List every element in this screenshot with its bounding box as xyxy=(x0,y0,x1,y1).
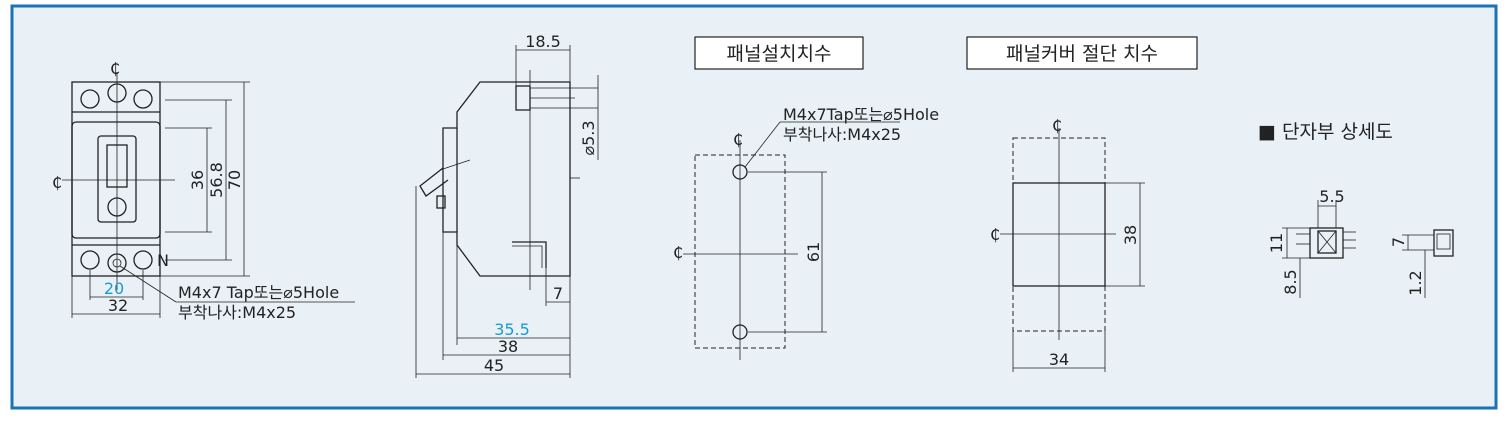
side-view: 18.5 ⌀5.3 7 35.5 38 45 xyxy=(415,32,599,378)
centerline-mark-pm-left: ₵ xyxy=(673,243,683,262)
sheet-border xyxy=(10,4,1498,410)
front-note-line1: M4x7 Tap또는⌀5Hole xyxy=(178,283,339,302)
dim-61: 61 xyxy=(804,242,823,262)
dim-38-cover: 38 xyxy=(1121,225,1140,245)
terminal-mark-n: N xyxy=(157,251,169,270)
pm-note-line1: M4x7Tap또는⌀5Hole xyxy=(783,105,939,124)
terminal-detail-title: ■ 단자부 상세도 xyxy=(1258,121,1393,143)
centerline-mark-pc-left: ₵ xyxy=(990,225,1000,244)
front-note-line2: 부착나사:M4x25 xyxy=(178,303,296,322)
panel-cover-title: 패널커버 절단 치수 xyxy=(1006,43,1158,65)
dim-35-5: 35.5 xyxy=(494,320,530,339)
terminal-detail-view: ■ 단자부 상세도 5.5 11 8.5 7 1.2 xyxy=(1258,121,1454,298)
panel-cover-view: 패널커버 절단 치수 ₵ ₵ 38 34 xyxy=(966,36,1198,372)
pm-note-line2: 부착나사:M4x25 xyxy=(783,125,901,144)
mount-hole-top xyxy=(732,164,748,180)
dim-5-5: 5.5 xyxy=(1319,187,1344,206)
dim-56-8: 56.8 xyxy=(207,162,226,198)
dim-36: 36 xyxy=(188,170,207,190)
dim-34: 34 xyxy=(1049,350,1069,369)
dim-70: 70 xyxy=(225,170,244,190)
dim-18-5: 18.5 xyxy=(525,32,561,51)
centerline-mark-top: ₵ xyxy=(110,59,120,78)
mount-hole-bottom xyxy=(732,324,748,340)
dim-20: 20 xyxy=(104,279,124,298)
dim-phi-5-3: ⌀5.3 xyxy=(579,120,598,155)
dim-32: 32 xyxy=(108,296,128,315)
panel-cover-title-box xyxy=(966,36,1198,70)
dim-11: 11 xyxy=(1267,233,1286,253)
front-view: ₵ ₵ N 36 56.8 70 xyxy=(52,59,355,322)
panel-mount-view: 패널설치치수 ₵ ₵ M4x7Tap또는⌀5Hole 부착나사:M4x25 61 xyxy=(673,36,939,360)
panel-mount-title: 패널설치치수 xyxy=(727,43,832,65)
dim-45: 45 xyxy=(484,356,504,375)
dim-8-5: 8.5 xyxy=(1281,269,1300,294)
centerline-mark-left: ₵ xyxy=(52,173,62,192)
centerline-mark-pm-top: ₵ xyxy=(733,130,743,149)
dim-1-2: 1.2 xyxy=(1406,270,1425,295)
dim-7-detail: 7 xyxy=(1389,237,1408,247)
centerline-mark-pc-top: ₵ xyxy=(1052,116,1062,135)
panel-mount-title-box xyxy=(694,36,864,70)
dim-7-side: 7 xyxy=(553,284,563,303)
dim-38-side: 38 xyxy=(498,337,518,356)
